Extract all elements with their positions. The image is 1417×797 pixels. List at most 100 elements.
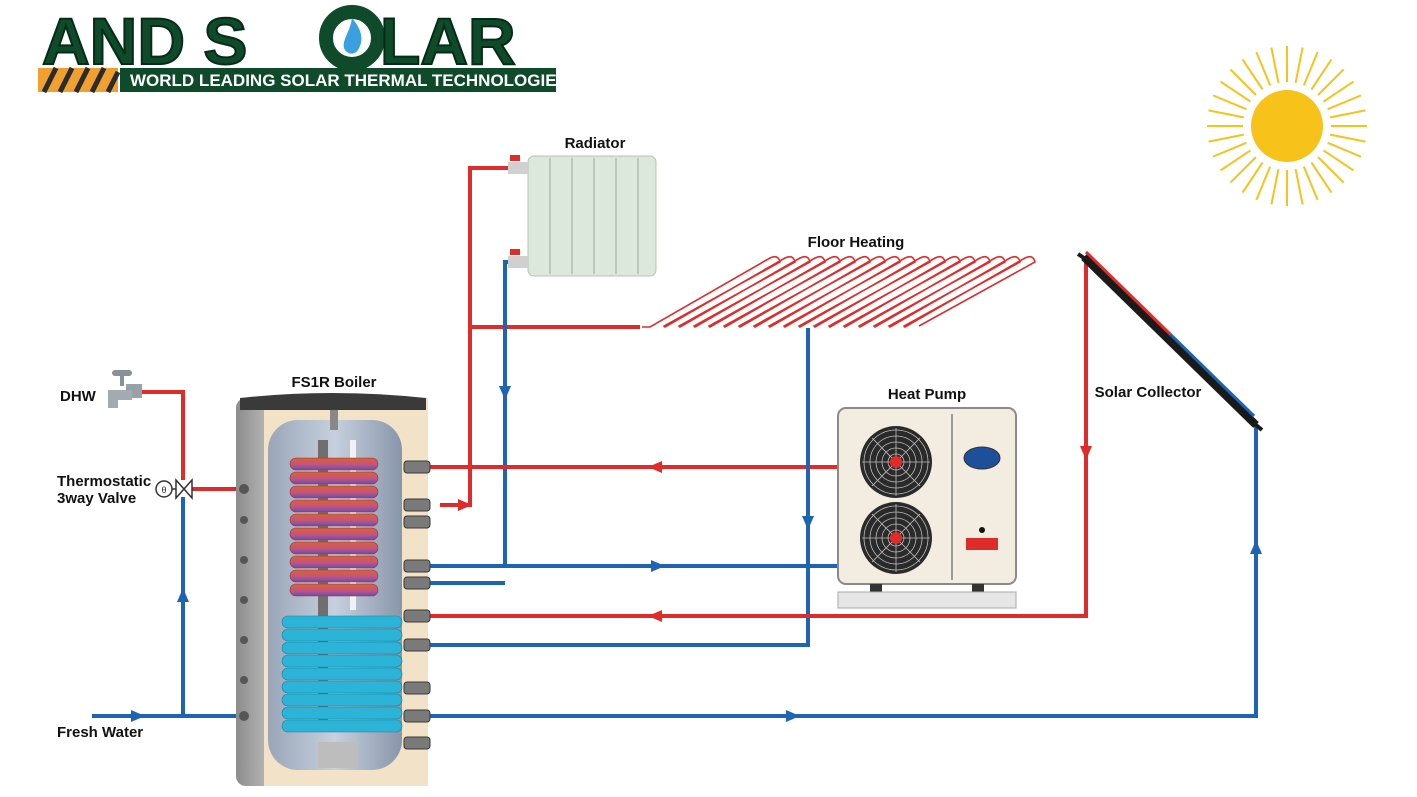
radiator-label: Radiator [565,135,626,152]
heat-pump-base [837,591,1017,609]
logo-hatch [41,66,121,94]
boiler-drain-fitting [318,742,358,768]
fan-icon [860,426,932,498]
sun-ray [1219,80,1251,103]
valve-label-line2: 3way Valve [57,490,136,507]
tagline-bar [120,68,556,92]
boiler-port [403,460,431,474]
sun-ray [1329,109,1366,119]
heat-pump-logo-badge [963,446,1001,470]
coil-turn [281,628,403,642]
arrow-up-cold [1250,540,1262,554]
solar-return-pipe [430,425,1258,718]
arrow-down-hot [1080,446,1092,460]
boiler-port [403,638,431,652]
boiler-port [403,709,431,723]
sun-ray [1208,133,1245,143]
sun-ray [1302,51,1319,86]
solar-collector-panel [1076,250,1264,432]
sun-ray [1310,58,1333,90]
boiler-port [403,609,431,623]
boiler-port [403,681,431,695]
arrow-right-hot [458,499,472,511]
coil-turn [289,485,379,499]
side-port-plugs [239,484,249,721]
sun-ray [1327,94,1362,111]
boiler-port [403,515,431,529]
sun-ray [1229,156,1257,184]
brand-logo: AND S LAR WORLD LEADING SOLAR THERMAL TE… [38,3,568,94]
coil-turn [281,680,403,694]
solar-collector-label: Solar Collector [1095,384,1202,401]
boiler-port [403,736,431,750]
indicator-dot [979,527,985,533]
valve-label-line1: Thermostatic [57,473,151,490]
sun-ray [1212,94,1247,111]
arrow-down-cold [802,516,814,530]
heat-pump-unit [837,407,1017,609]
coil-turn [281,719,403,733]
coil-turn [289,499,379,513]
floor-heating-coil [642,255,1036,328]
sun-ray [1208,109,1245,119]
sun-ray [1327,141,1362,158]
coil-turn [289,457,379,471]
upper-heat-exchanger-coil [289,457,379,597]
sun-ray [1317,156,1345,184]
coil-turn [281,615,403,629]
boiler-tank [236,393,431,786]
boiler-ports [403,460,431,750]
sun-ray [1329,133,1366,143]
sun-ray [1323,80,1355,103]
fresh-water-label: Fresh Water [57,724,143,741]
sun-ray [1294,47,1304,84]
fan-icon [860,502,932,574]
heat-pump-return-pipe [430,564,838,585]
sun-ray [1219,149,1251,172]
coil-turn [281,641,403,655]
floor-heating-return-pipe [430,328,810,647]
arrow-left-hot [648,461,662,473]
sun-ray [1241,58,1264,90]
coil-turn [281,706,403,720]
coil-turn [289,541,379,555]
faucet-icon [108,370,142,408]
sun-ray [1294,168,1304,205]
sun-ray [1229,68,1257,96]
sun-ray [1310,162,1333,194]
boiler-port [403,576,431,590]
radiator-valve-icon [508,155,528,174]
sun-ray [1270,168,1280,205]
arrow-down-cold [499,386,511,400]
radiator [508,155,657,277]
heat-pump-label: Heat Pump [888,386,966,403]
anode-cap [330,410,338,430]
sun-ray [1270,47,1280,84]
sun-icon [1207,46,1367,206]
dhw-label: DHW [60,388,97,405]
sun-ray [1241,162,1264,194]
brand-name-part2: LAR [380,4,516,78]
coil-turn [281,693,403,707]
arrow-right-cold [786,710,800,722]
brand-name-part1: AND S [42,4,247,78]
boiler-port [403,498,431,512]
boiler-label: FS1R Boiler [291,374,376,391]
floor-heating-label: Floor Heating [808,234,905,251]
dhw-pipe [140,390,240,491]
radiator-valve-icon [508,249,528,268]
lower-heat-exchanger-coil [281,615,403,733]
radiator-supply-pipe [440,166,510,507]
sun-ray [1255,166,1272,201]
thermostatic-valve-icon: θ [155,478,193,500]
radiator-fins [549,158,639,274]
arrow-right-cold [651,560,665,572]
coil-turn [289,569,379,583]
fresh-water-pipe [92,497,240,718]
svg-text:θ: θ [161,485,166,495]
coil-turn [289,513,379,527]
flame-o-icon [319,5,385,71]
floor-heating-loop [642,255,1036,328]
arrow-left-hot [648,610,662,622]
sun-ray [1212,141,1247,158]
